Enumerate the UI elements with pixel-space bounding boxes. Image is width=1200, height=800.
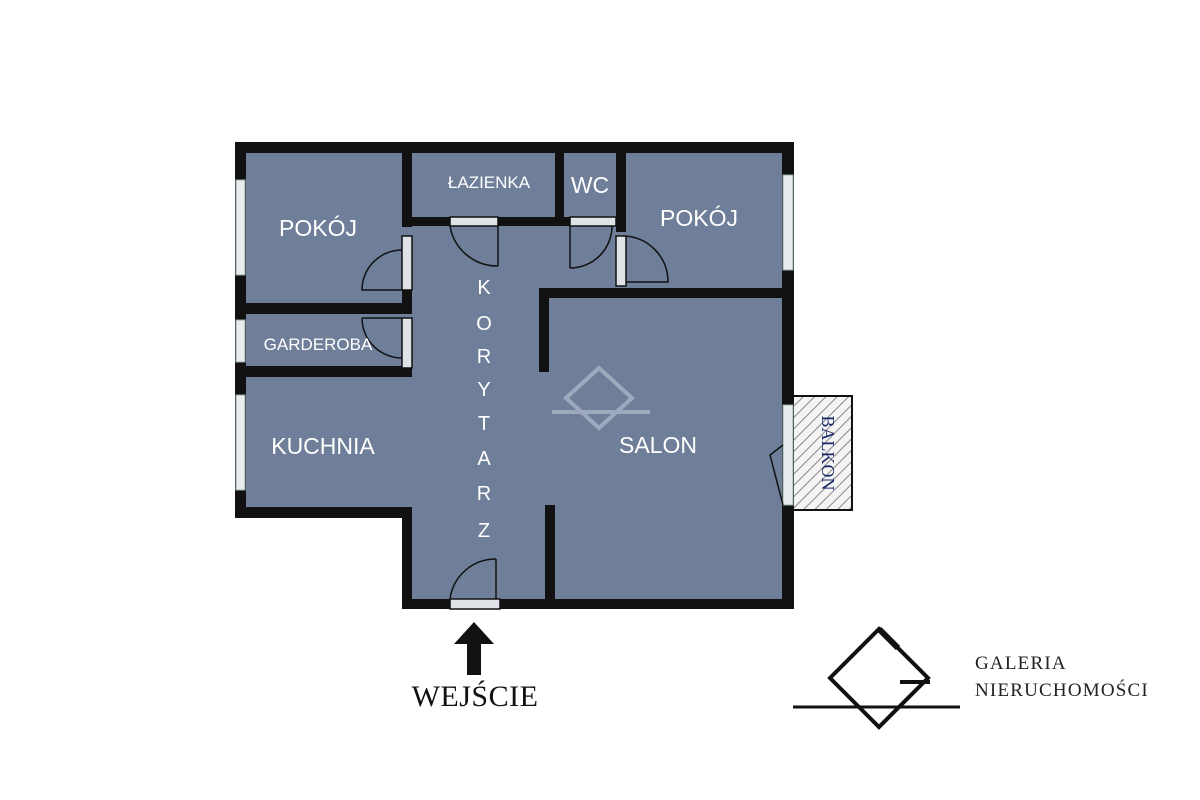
- windows: [235, 174, 794, 506]
- entrance-arrow-icon: [454, 622, 494, 675]
- brand-line-1: GALERIA: [975, 653, 1067, 674]
- brand-line-2: NIERUCHOMOŚCI: [975, 680, 1149, 701]
- room-label-balkon: BALKON: [818, 416, 838, 491]
- corridor-letter: R: [477, 346, 491, 368]
- corridor-letter: A: [477, 448, 491, 470]
- corridor-letter: Y: [477, 379, 490, 401]
- corridor-letter: K: [477, 277, 491, 299]
- brand-name: GALERIA NIERUCHOMOŚCI: [975, 650, 1149, 704]
- room-label-lazienka: ŁAZIENKA: [448, 173, 531, 192]
- room-label-pokoj-right: POKÓJ: [660, 205, 738, 231]
- room-label-pokoj-left: POKÓJ: [279, 215, 357, 241]
- corridor-letter: O: [476, 313, 492, 335]
- room-label-wc: WC: [571, 172, 609, 198]
- corridor-letter: T: [478, 413, 490, 435]
- floor-area: [238, 145, 791, 607]
- entrance-label: WEJŚCIE: [411, 680, 539, 713]
- room-label-garderoba: GARDEROBA: [264, 335, 373, 354]
- doors: [361, 216, 784, 610]
- brand-logo-icon: [793, 626, 960, 730]
- corridor-letter: Z: [478, 520, 490, 542]
- balcony: [790, 395, 853, 511]
- watermark-logo: [552, 365, 650, 431]
- room-label-kuchnia: KUCHNIA: [271, 433, 375, 459]
- corridor-letter: R: [477, 483, 491, 505]
- room-label-salon: SALON: [619, 432, 697, 458]
- corridor-label: K O R Y T A R Z: [476, 277, 492, 542]
